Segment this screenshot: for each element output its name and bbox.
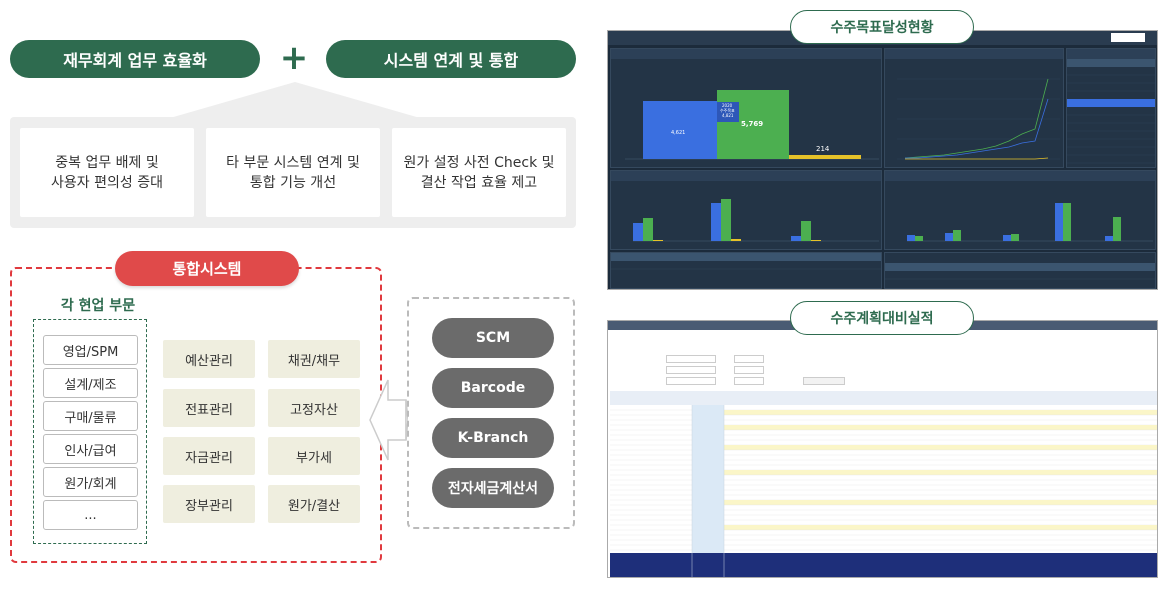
integrated-system-title: 통합시스템 xyxy=(172,260,242,278)
org-bar-chart xyxy=(907,203,1153,242)
ext-etax: 전자세금계산서 xyxy=(432,468,554,508)
dashboard-panel-line xyxy=(884,48,1064,168)
dashboard-summary-right xyxy=(884,252,1156,289)
dashboard-small-value: 214 xyxy=(816,145,830,153)
monthly-line-chart xyxy=(897,78,1060,160)
goal-efficiency-pill: 재무회계 업무 효율화 xyxy=(10,40,260,78)
dept-design: 설계/제조 xyxy=(43,368,138,398)
benefit-1: 중복 업무 배제 및 사용자 편의성 증대 xyxy=(20,128,194,217)
plus-icon: + xyxy=(279,38,309,78)
benefit-2: 타 부문 시스템 연계 및 통합 기능 개선 xyxy=(206,128,380,217)
dept-hr: 인사/급여 xyxy=(43,434,138,464)
module-budget: 예산관리 xyxy=(163,340,255,378)
departments-box xyxy=(33,319,147,544)
dashboard-panel-org xyxy=(884,170,1156,250)
dept-purchase: 구매/물류 xyxy=(43,401,138,431)
dashboard-callout-value: 4,821 xyxy=(722,113,734,118)
module-funds: 자금관리 xyxy=(163,437,255,475)
dashboard-left-value: 4,621 xyxy=(671,130,686,136)
bar-rate xyxy=(789,155,861,159)
bar-actual xyxy=(717,90,789,159)
double-arrow-icon xyxy=(369,379,408,461)
dashboard-big-value: 5,769 xyxy=(741,120,764,128)
module-voucher: 전표관리 xyxy=(163,389,255,427)
sheet-screenshot xyxy=(607,320,1158,578)
dashboard-summary-left xyxy=(610,252,882,289)
departments-title: 각 현업 부문 xyxy=(60,298,136,314)
sheet-grid xyxy=(610,391,1157,577)
module-cost-closing: 원가/결산 xyxy=(268,485,360,523)
dashboard-date-field xyxy=(1111,33,1145,42)
goal-integration-pill: 시스템 연계 및 통합 xyxy=(326,40,576,78)
monthly-table xyxy=(1067,59,1155,164)
dept-accounting: 원가/회계 xyxy=(43,467,138,497)
module-ledger: 장부관리 xyxy=(163,485,255,523)
dashboard-callout-label: 수주목표 xyxy=(720,108,735,113)
benefit-3: 원가 설정 사전 Check 및 결산 작업 효율 제고 xyxy=(392,128,566,217)
target-bar-chart xyxy=(625,90,879,160)
dashboard-panel-table xyxy=(1066,48,1156,168)
goal-integration-label: 시스템 연계 및 통합 xyxy=(383,51,519,70)
sheet-title: 수주계획대비실적 xyxy=(790,301,974,335)
bar-prev xyxy=(643,101,717,159)
dept-sales: 영업/SPM xyxy=(43,335,138,365)
ext-kbranch: K-Branch xyxy=(432,418,554,458)
dashboard-title: 수주목표달성현황 xyxy=(790,10,974,44)
external-systems-box xyxy=(407,297,575,529)
roof-shape xyxy=(170,82,420,118)
ext-scm: SCM xyxy=(432,318,554,358)
dashboard-panel-target: 4,621 2020 수주목표 4,821 5,769 214 xyxy=(610,48,882,168)
module-vat: 부가세 xyxy=(268,437,360,475)
module-fixed-assets: 고정자산 xyxy=(268,389,360,427)
module-receivables: 채권/채무 xyxy=(268,340,360,378)
product-bar-chart xyxy=(633,199,879,242)
dashboard-callout-year: 2020 xyxy=(722,103,733,108)
dashboard-screenshot: 4,621 2020 수주목표 4,821 5,769 214 xyxy=(607,30,1158,290)
callout-box xyxy=(717,102,739,122)
dashboard-panel-product xyxy=(610,170,882,250)
integrated-system-pill: 통합시스템 xyxy=(115,251,299,286)
ext-barcode: Barcode xyxy=(432,368,554,408)
dept-more: ... xyxy=(43,500,138,530)
goal-efficiency-label: 재무회계 업무 효율화 xyxy=(63,51,207,70)
